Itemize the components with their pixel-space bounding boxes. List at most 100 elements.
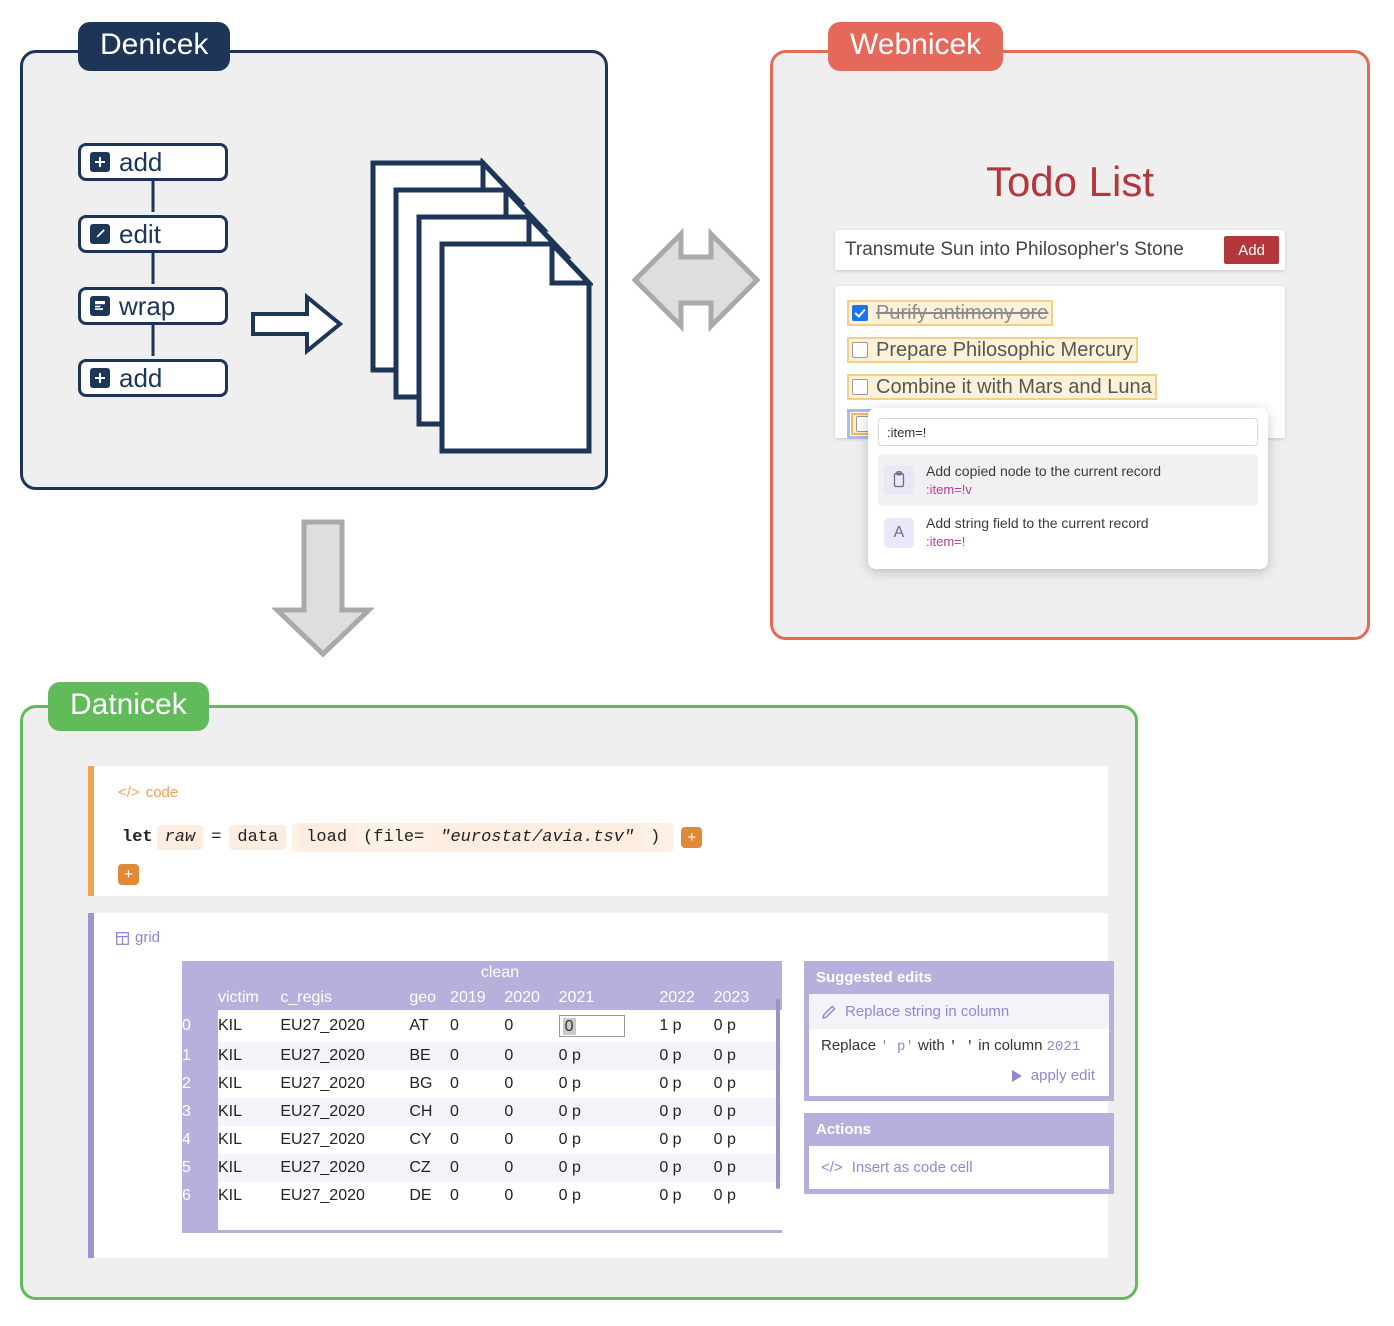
todo-add-button[interactable]: Add (1224, 236, 1279, 264)
grid-cell-value[interactable]: 0 p (659, 1154, 714, 1182)
grid-cell-value[interactable]: 0 (450, 1042, 505, 1070)
grid-cell-value[interactable]: 0 (450, 1070, 505, 1098)
grid-cell-value[interactable]: 0 p (558, 1126, 660, 1154)
grid-cell-value[interactable]: 0 p (713, 1098, 768, 1126)
grid-col-geo[interactable]: geo (409, 989, 437, 1006)
table-row[interactable]: 4 KIL EU27_2020 CY 0 0 0 p 0 p 0 p (182, 1126, 782, 1154)
grid-vertical-scrollbar[interactable] (776, 999, 780, 1189)
todo-checkbox[interactable] (852, 378, 868, 395)
add-statement-button[interactable]: + (118, 864, 139, 885)
grid-cell-value[interactable]: 0 (504, 1126, 559, 1154)
grid-cell-value[interactable]: EU27_2020 (280, 1042, 410, 1070)
grid-cell-value[interactable]: 0 p (659, 1042, 714, 1070)
autocomplete-query-input[interactable] (878, 418, 1258, 446)
grid-col-2021[interactable]: 2021 (558, 989, 595, 1006)
grid-cell-value[interactable]: 0 (504, 1154, 559, 1182)
grid-cell-value[interactable]: 0 p (558, 1042, 660, 1070)
grid-cell-value[interactable]: 0 p (659, 1070, 714, 1098)
table-row[interactable]: 3 KIL EU27_2020 CH 0 0 0 p 0 p 0 p (182, 1098, 782, 1126)
grid-cell-value[interactable]: EU27_2020 (280, 1070, 410, 1098)
grid-cell-value[interactable]: KIL (218, 1042, 281, 1070)
grid-cell-value[interactable]: EU27_2020 (280, 1154, 410, 1182)
autocomplete-option[interactable]: Add copied node to the current record :i… (878, 454, 1258, 507)
grid-cell-value[interactable]: 0 (504, 1070, 559, 1098)
grid-cell-editor[interactable]: 0 (558, 1010, 660, 1042)
table-row[interactable]: 0 KIL EU27_2020 AT 0 0 0 1 p 0 p (182, 1010, 782, 1042)
grid-cell-value[interactable]: 0 (450, 1010, 505, 1042)
data-grid[interactable]: clean victim c_regis geo 2019 2020 2021 … (182, 961, 782, 1233)
grid-cell-value[interactable]: 0 p (558, 1182, 660, 1210)
grid-cell-value[interactable]: 0 p (713, 1126, 768, 1154)
action-insert-as-code-cell[interactable]: </> Insert as code cell (809, 1146, 1109, 1189)
grid-cell-value[interactable]: 0 p (713, 1070, 768, 1098)
grid-col-2020[interactable]: 2020 (504, 989, 540, 1006)
grid-cell-value[interactable]: BE (409, 1042, 451, 1070)
grid-cell-value[interactable]: DE (409, 1182, 451, 1210)
table-row[interactable]: 1 KIL EU27_2020 BE 0 0 0 p 0 p 0 p (182, 1042, 782, 1070)
grid-cell-value[interactable]: 0 p (713, 1182, 768, 1210)
grid-cell-value[interactable]: CY (409, 1126, 451, 1154)
grid-cell-value[interactable]: 0 (450, 1182, 505, 1210)
grid-cell-value[interactable]: CZ (409, 1154, 451, 1182)
grid-cell-value[interactable]: KIL (218, 1182, 281, 1210)
grid-cell-value[interactable]: 0 p (659, 1126, 714, 1154)
grid-cell-value[interactable]: 0 p (659, 1098, 714, 1126)
grid-cell-value[interactable]: BG (409, 1070, 451, 1098)
grid-cell-value[interactable]: 0 p (713, 1154, 768, 1182)
grid-cell-value[interactable]: 0 p (558, 1070, 660, 1098)
grid-cell-value[interactable]: KIL (218, 1154, 281, 1182)
suggested-edit-option[interactable]: Replace string in column (809, 994, 1109, 1029)
chain-node-add-1[interactable]: add (78, 143, 228, 181)
table-row[interactable]: 5 KIL EU27_2020 CZ 0 0 0 p 0 p 0 p (182, 1154, 782, 1182)
grid-cell-value[interactable]: 1 p (659, 1010, 714, 1042)
grid-cell-value[interactable]: 0 p (659, 1182, 714, 1210)
todo-item-highlight[interactable]: Combine it with Mars and Luna (847, 373, 1157, 400)
todo-list-item[interactable]: Combine it with Mars and Luna (847, 368, 1285, 405)
grid-cell-value[interactable]: KIL (218, 1126, 281, 1154)
grid-cell-value[interactable]: EU27_2020 (280, 1098, 410, 1126)
todo-checkbox[interactable] (852, 341, 868, 358)
grid-cell-value[interactable]: 0 p (713, 1010, 768, 1042)
grid-cell-value[interactable]: KIL (218, 1098, 281, 1126)
grid-cell-value[interactable]: EU27_2020 (280, 1182, 410, 1210)
todo-checkbox[interactable] (852, 304, 868, 321)
code-token-namespace[interactable]: data (229, 825, 287, 850)
grid-cell-value[interactable]: 0 (450, 1154, 505, 1182)
chain-node-edit[interactable]: edit (78, 215, 228, 253)
apply-edit-button[interactable]: apply edit (809, 1063, 1109, 1096)
grid-col-c_regis[interactable]: c_regis (280, 989, 332, 1006)
code-token-variable[interactable]: raw (156, 825, 204, 850)
chain-node-add-2[interactable]: add (78, 359, 228, 397)
code-token-arg-value[interactable]: "eurostat/avia.tsv" (432, 825, 643, 850)
grid-cell-value[interactable]: 0 (504, 1010, 559, 1042)
grid-cell-value[interactable]: 0 (450, 1098, 505, 1126)
grid-cell-value[interactable]: 0 (504, 1182, 559, 1210)
grid-cell-value[interactable]: 0 (450, 1126, 505, 1154)
table-row[interactable]: 6 KIL EU27_2020 DE 0 0 0 p 0 p 0 p (182, 1182, 782, 1210)
grid-cell-value[interactable]: 0 p (558, 1098, 660, 1126)
grid-cell-value[interactable]: EU27_2020 (280, 1010, 410, 1042)
grid-cell-value[interactable]: 0 (504, 1042, 559, 1070)
grid-cell-value[interactable]: KIL (218, 1010, 281, 1042)
grid-cell-value[interactable]: 0 (504, 1098, 559, 1126)
grid-cell-value[interactable]: AT (409, 1010, 451, 1042)
chain-node-wrap[interactable]: wrap (78, 287, 228, 325)
todo-list-item[interactable]: Prepare Philosophic Mercury (847, 331, 1285, 368)
add-argument-button[interactable]: + (681, 827, 703, 848)
table-row[interactable]: 2 KIL EU27_2020 BG 0 0 0 p 0 p 0 p (182, 1070, 782, 1098)
grid-col-2023[interactable]: 2023 (713, 989, 750, 1006)
todo-new-item-input[interactable] (835, 238, 1225, 262)
autocomplete-option[interactable]: A Add string field to the current record… (878, 506, 1258, 558)
grid-cell-value[interactable]: KIL (218, 1070, 281, 1098)
todo-list-item[interactable]: Purify antimony ore (847, 294, 1285, 331)
todo-item-highlight[interactable]: Purify antimony ore (847, 299, 1054, 326)
code-token-function[interactable]: load (298, 825, 356, 850)
grid-cell-value[interactable]: EU27_2020 (280, 1126, 410, 1154)
grid-cell-value[interactable]: 0 p (558, 1154, 660, 1182)
grid-col-2019[interactable]: 2019 (450, 989, 486, 1006)
todo-item-highlight[interactable]: Prepare Philosophic Mercury (847, 336, 1138, 363)
grid-col-2022[interactable]: 2022 (659, 989, 695, 1006)
grid-cell-value[interactable]: 0 p (713, 1042, 768, 1070)
grid-col-victim[interactable]: victim (218, 989, 259, 1006)
grid-cell-value[interactable]: CH (409, 1098, 451, 1126)
